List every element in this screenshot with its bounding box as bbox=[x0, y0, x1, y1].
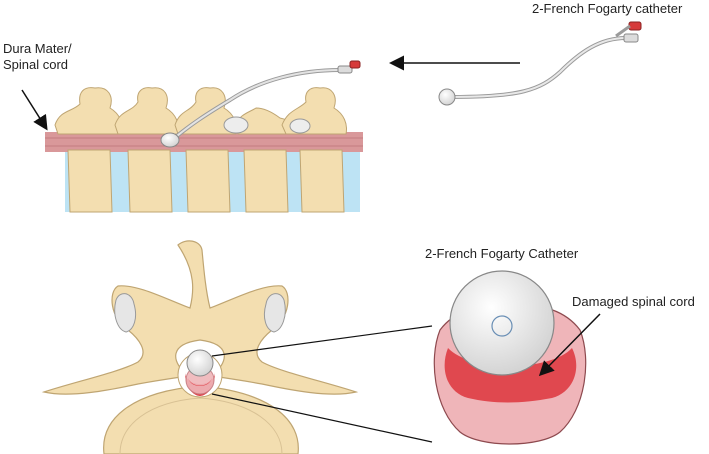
axial-vertebra bbox=[41, 240, 359, 454]
facet-joint-left bbox=[114, 293, 137, 333]
spine-sagittal-section bbox=[45, 60, 363, 213]
zoom-line-upper bbox=[211, 325, 433, 357]
label-damaged-cord: Damaged spinal cord bbox=[572, 294, 695, 309]
dura-band bbox=[45, 132, 363, 152]
zoom-line-lower bbox=[211, 393, 433, 443]
label-spinal-cord: Spinal cord bbox=[3, 57, 69, 72]
spinous-processes bbox=[54, 87, 347, 135]
damaged-region bbox=[444, 348, 577, 403]
dura-pointer-arrow bbox=[21, 89, 48, 131]
balloon-large bbox=[449, 270, 555, 376]
facet-joint-right bbox=[263, 293, 286, 333]
damage-pointer-arrow bbox=[538, 313, 601, 377]
facet-joint bbox=[289, 118, 311, 134]
inserted-catheter bbox=[160, 60, 361, 148]
label-catheter-top: 2-French Fogarty catheter bbox=[532, 1, 683, 16]
vertebral-bodies bbox=[67, 149, 345, 213]
fogarty-catheter bbox=[438, 21, 642, 106]
catheter-lumen bbox=[491, 315, 513, 337]
magnified-cord bbox=[433, 270, 587, 445]
catheter-balloon bbox=[438, 88, 456, 106]
facet-joint bbox=[223, 116, 249, 134]
balloon-small bbox=[186, 349, 214, 377]
label-dura-mater: Dura Mater/ bbox=[3, 41, 72, 56]
label-catheter-bottom: 2-French Fogarty Catheter bbox=[425, 246, 579, 261]
